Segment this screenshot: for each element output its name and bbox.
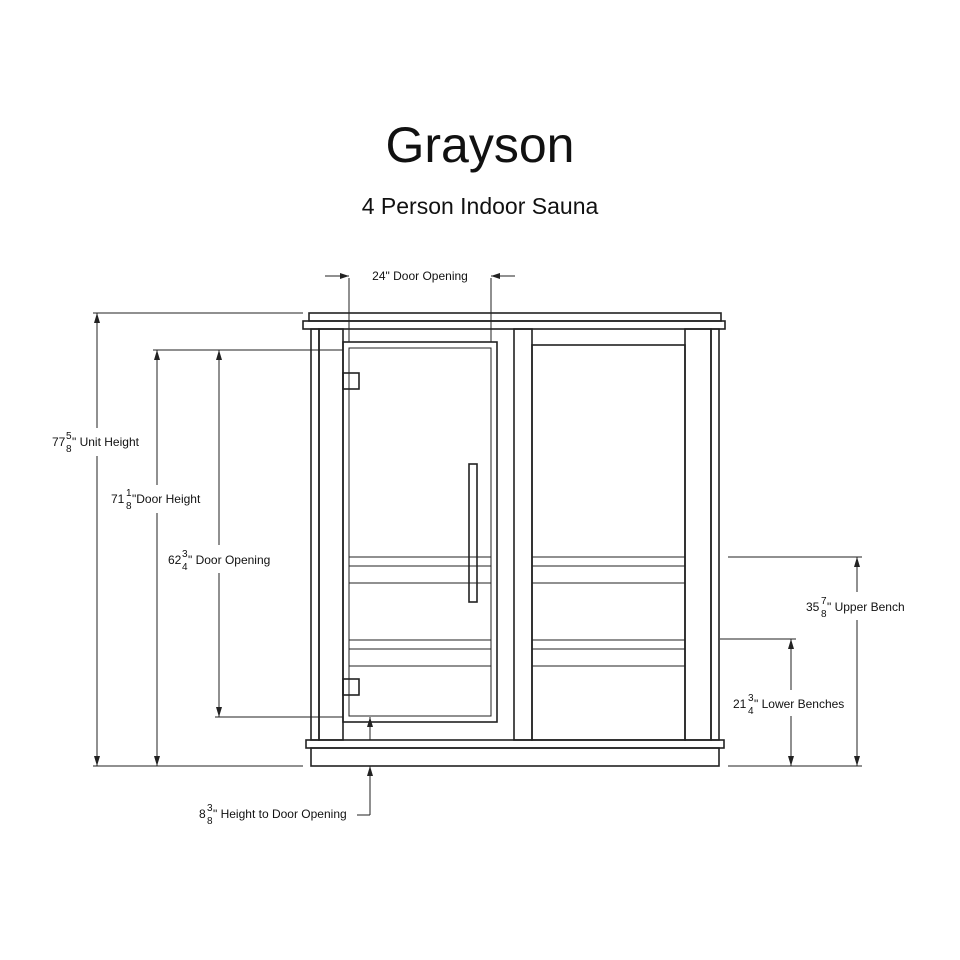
lower-bench-dimension: 21 3 4 " Lower Benches xyxy=(720,638,844,766)
left-outer-post xyxy=(310,328,320,741)
diagram-title: Grayson xyxy=(385,117,575,173)
upper-bench-label: " Upper Bench xyxy=(827,600,905,614)
base-plinth xyxy=(310,747,720,767)
door-height-numerator: 1 xyxy=(126,488,132,499)
lower-bench-denominator: 4 xyxy=(748,706,754,717)
door-opening-dimension: 62 3 4 " Door Opening xyxy=(168,349,343,718)
unit-height-label: " Unit Height xyxy=(72,435,140,449)
door-opening-numerator: 3 xyxy=(182,549,188,560)
lower-hinge xyxy=(342,678,360,696)
side-glass-panel xyxy=(531,344,686,741)
height-to-door-label: " Height to Door Opening xyxy=(213,807,347,821)
upper-bench-numerator: 7 xyxy=(821,596,827,607)
height-to-door-numerator: 3 xyxy=(207,803,213,814)
unit-height-denominator: 8 xyxy=(66,444,72,455)
top-cap xyxy=(302,320,726,330)
lower-bench-label: " Lower Benches xyxy=(754,697,844,711)
top-trim xyxy=(308,312,722,322)
door-opening-label: " Door Opening xyxy=(188,553,270,567)
upper-bench-whole: 35 xyxy=(806,600,820,614)
glass-door xyxy=(342,341,498,723)
left-frame-post xyxy=(318,328,344,741)
bottom-cap xyxy=(305,739,725,749)
door-opening-whole: 62 xyxy=(168,553,182,567)
upper-hinge xyxy=(342,372,360,390)
height-to-door-whole: 8 xyxy=(199,807,206,821)
height-to-door-dimension: 8 3 8 " Height to Door Opening xyxy=(199,717,373,827)
glass-door-inner xyxy=(348,347,492,717)
unit-height-numerator: 5 xyxy=(66,431,72,442)
lower-bench-whole: 21 xyxy=(733,697,747,711)
unit-height-dimension: 77 5 8 " Unit Height xyxy=(52,312,303,767)
door-width-dimension: 24" Door Opening xyxy=(325,269,515,342)
upper-bench-dimension: 35 7 8 " Upper Bench xyxy=(728,556,905,767)
door-height-label: "Door Height xyxy=(132,492,201,506)
door-height-whole: 71 xyxy=(111,492,125,506)
right-outer-post xyxy=(710,328,720,741)
door-width-label: 24" Door Opening xyxy=(372,269,468,283)
unit-height-whole: 77 xyxy=(52,435,66,449)
upper-bench-denominator: 8 xyxy=(821,609,827,620)
sauna-structure xyxy=(302,312,726,767)
center-mullion xyxy=(513,328,533,741)
upper-bench-lines xyxy=(349,556,685,584)
diagram-subtitle: 4 Person Indoor Sauna xyxy=(361,193,599,219)
height-to-door-denominator: 8 xyxy=(207,816,213,827)
lower-bench-numerator: 3 xyxy=(748,693,754,704)
door-opening-denominator: 4 xyxy=(182,562,188,573)
door-handle xyxy=(468,463,478,603)
right-frame-post xyxy=(684,328,712,741)
door-height-denominator: 8 xyxy=(126,501,132,512)
lower-bench-lines xyxy=(349,639,685,667)
